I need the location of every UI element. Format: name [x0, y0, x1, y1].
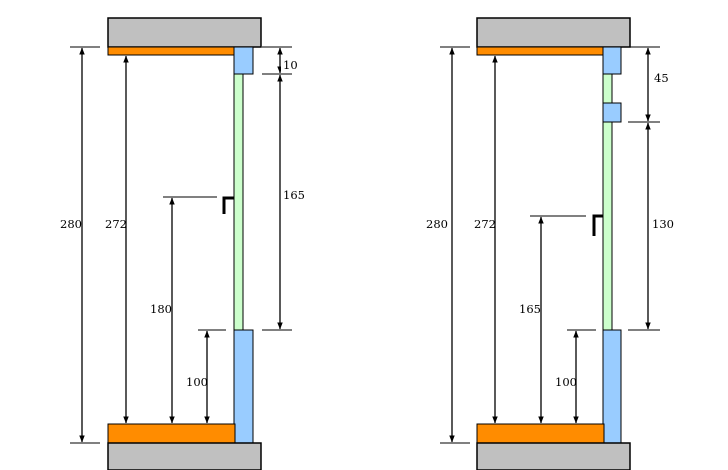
transom-frame	[602, 102, 622, 123]
label-handle-height: 180	[150, 302, 172, 316]
bottom-slab	[476, 442, 631, 470]
label-clear-height: 272	[474, 217, 496, 231]
ceiling-finish	[476, 46, 605, 56]
label-total-height: 280	[426, 217, 448, 231]
label-total-height: 280	[60, 217, 82, 231]
handle	[222, 196, 234, 214]
bottom-frame	[602, 329, 622, 444]
floor-finish	[107, 423, 236, 444]
label-top-gap: 10	[283, 58, 298, 72]
left-section: 280 272 180 100 165 10	[58, 17, 305, 470]
top-frame	[233, 46, 254, 75]
ceiling-finish	[107, 46, 236, 56]
top-slab	[476, 17, 631, 48]
label-glazing-height: 130	[652, 217, 674, 231]
top-slab	[107, 17, 262, 48]
label-clear-height: 272	[105, 217, 127, 231]
floor-finish	[476, 423, 605, 444]
label-top-gap: 45	[654, 71, 669, 85]
top-frame	[602, 46, 622, 75]
bottom-slab	[107, 442, 262, 470]
label-sill-height: 100	[555, 375, 577, 389]
right-section: 280 272 165 100 130 45	[424, 17, 674, 470]
label-sill-height: 100	[186, 375, 208, 389]
upper-glass-pane	[602, 73, 613, 104]
glass-pane	[602, 121, 613, 331]
label-glazing-height: 165	[283, 188, 305, 202]
label-handle-height: 165	[519, 302, 541, 316]
handle	[592, 214, 603, 236]
bottom-frame	[233, 329, 254, 444]
glass-pane	[233, 73, 244, 331]
